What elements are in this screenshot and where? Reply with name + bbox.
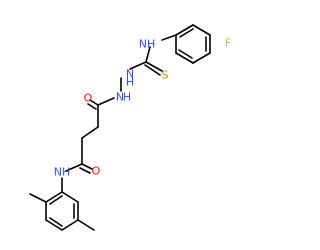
bond-ring-to-thiourea-nh [161, 34, 177, 41]
bond-hydrazine-to-upper-carbonyl [97, 97, 115, 106]
bond-fluorophenyl-e [175, 24, 194, 36]
bond-fluorophenyl-c [175, 52, 194, 64]
bond-aryl-inner-1 [49, 195, 63, 205]
bond-thiocarbon-to-hydrazine-n [129, 61, 147, 70]
bond-aryl-inner-2 [49, 217, 63, 227]
bond-fluorophenyl-f [192, 24, 211, 36]
bond-para-methyl [77, 219, 95, 231]
bond-upper-carbonyl-b [87, 103, 97, 110]
bond-fluorophenyl-inner-3 [179, 28, 194, 38]
fluorine-label: F [225, 37, 231, 50]
hydrazine-h1-label: H [126, 76, 134, 89]
bond-ortho-methyl [29, 193, 47, 203]
atom-label-layer: F NH S N H N H O O NH [54, 37, 231, 179]
bond-layer [29, 24, 211, 231]
amide-nh-label: NH [54, 166, 71, 179]
thiourea-nh-label: NH [139, 38, 156, 51]
bond-chain-2 [81, 126, 99, 139]
bond-lower-carbonyl-b [79, 167, 91, 174]
bond-fluorophenyl-b [192, 52, 211, 64]
bond-aryl-c [45, 219, 63, 231]
upper-oxygen-label: O [84, 92, 93, 105]
hydrazine-n1-label: N [126, 68, 134, 81]
bond-lower-carbonyl-a [81, 163, 93, 170]
bond-upper-carbonyl-a [89, 99, 99, 106]
bond-fluorophenyl-inner-2 [178, 49, 193, 59]
lower-oxygen-label: O [92, 165, 101, 178]
bond-aryl-d [61, 219, 79, 231]
bond-thiourea-nh-to-carbon [145, 46, 151, 63]
chemical-structure: F NH S N H N H O O NH [29, 24, 231, 231]
bond-thiocarbonyl-a [145, 61, 163, 72]
hydrazine-h2-label: H [123, 91, 131, 104]
sulfur-label: S [162, 69, 169, 82]
bond-lower-carbonyl-to-amide-n [65, 163, 83, 172]
bond-thiocarbonyl-b [144, 64, 161, 76]
hydrazine-n2-label: N [116, 91, 124, 104]
bond-aryl-a [45, 191, 63, 203]
bond-aryl-f [61, 191, 79, 203]
